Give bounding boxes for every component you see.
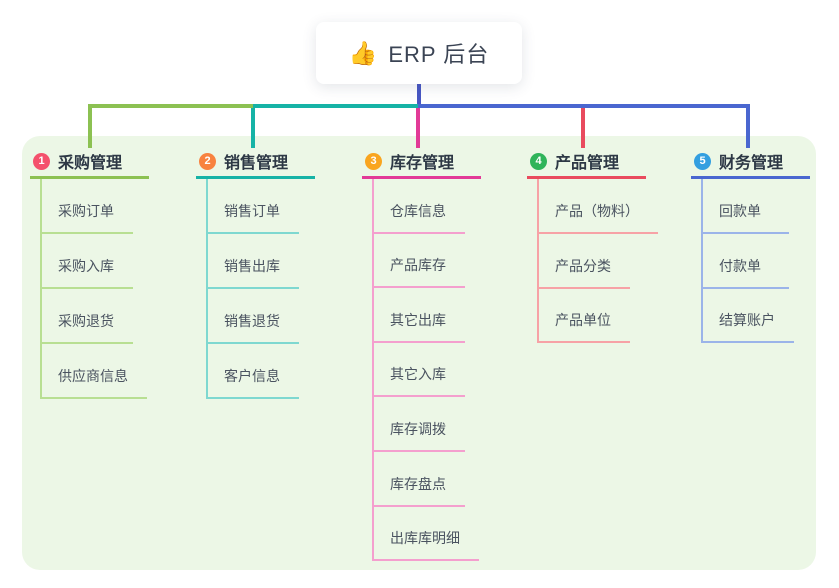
branch-number-badge: 4: [530, 152, 547, 170]
connector-drop-branch-4: [581, 104, 585, 148]
branches-panel: [22, 136, 816, 570]
branch-number-badge: 2: [199, 152, 216, 170]
branch-purchase-management: 1 采购管理 采购订单 采购入库 采购退货 供应商信息: [30, 146, 150, 399]
branch-children-list: 回款单 付款单 结算账户: [701, 179, 794, 344]
child-node[interactable]: 供应商信息: [42, 344, 147, 399]
branch-label: 销售管理: [224, 155, 289, 172]
branch-finance-management: 5 财务管理 回款单 付款单 结算账户: [691, 146, 811, 344]
child-node[interactable]: 采购入库: [42, 234, 133, 289]
branch-header-purchase[interactable]: 1 采购管理: [30, 146, 149, 179]
connector-bus-left: [88, 104, 253, 108]
connector-bus-right: [418, 104, 750, 108]
branch-product-management: 4 产品管理 产品（物料） 产品分类 产品单位: [527, 146, 658, 344]
child-node[interactable]: 销售订单: [208, 179, 299, 234]
child-node[interactable]: 结算账户: [703, 289, 794, 344]
branch-sales-management: 2 销售管理 销售订单 销售出库 销售退货 客户信息: [196, 146, 316, 399]
branch-children-list: 销售订单 销售出库 销售退货 客户信息: [206, 179, 299, 399]
connector-drop-branch-1: [88, 104, 92, 148]
branch-inventory-management: 3 库存管理 仓库信息 产品库存 其它出库 其它入库 库存调拨 库存盘点 出库库…: [362, 146, 482, 562]
child-node[interactable]: 仓库信息: [374, 179, 465, 234]
branch-header-inventory[interactable]: 3 库存管理: [362, 146, 481, 179]
branch-number-badge: 3: [365, 152, 382, 170]
child-node[interactable]: 其它出库: [374, 288, 465, 343]
child-node[interactable]: 库存调拨: [374, 397, 465, 452]
branch-label: 产品管理: [555, 155, 620, 172]
child-node[interactable]: 其它入库: [374, 343, 465, 398]
thumbs-up-icon: 👍: [348, 39, 378, 66]
branch-label: 财务管理: [719, 155, 784, 172]
connector-drop-branch-5: [746, 104, 750, 148]
branch-label: 库存管理: [390, 155, 455, 172]
child-node[interactable]: 采购退货: [42, 289, 133, 344]
connector-bus-mid: [253, 104, 418, 108]
branch-header-product[interactable]: 4 产品管理: [527, 146, 646, 179]
branch-label: 采购管理: [58, 155, 123, 172]
mindmap-root-node[interactable]: 👍 ERP 后台: [316, 22, 522, 84]
child-node[interactable]: 采购订单: [42, 179, 133, 234]
connector-drop-branch-3: [416, 104, 420, 148]
child-node[interactable]: 客户信息: [208, 344, 299, 399]
child-node[interactable]: 产品（物料）: [539, 179, 658, 234]
child-node[interactable]: 产品库存: [374, 234, 465, 289]
child-node[interactable]: 产品单位: [539, 289, 630, 344]
branch-number-badge: 1: [33, 152, 50, 170]
branch-children-list: 采购订单 采购入库 采购退货 供应商信息: [40, 179, 147, 399]
branch-header-sales[interactable]: 2 销售管理: [196, 146, 315, 179]
connector-root-line: [417, 84, 421, 108]
child-node[interactable]: 销售出库: [208, 234, 299, 289]
child-node[interactable]: 出库库明细: [374, 507, 479, 562]
branch-header-finance[interactable]: 5 财务管理: [691, 146, 810, 179]
child-node[interactable]: 产品分类: [539, 234, 630, 289]
child-node[interactable]: 回款单: [703, 179, 789, 234]
branch-number-badge: 5: [694, 152, 711, 170]
child-node[interactable]: 销售退货: [208, 289, 299, 344]
child-node[interactable]: 付款单: [703, 234, 789, 289]
root-node-label: ERP 后台: [388, 42, 490, 67]
connector-drop-branch-2: [251, 104, 255, 148]
branch-children-list: 仓库信息 产品库存 其它出库 其它入库 库存调拨 库存盘点 出库库明细: [372, 179, 479, 562]
branch-children-list: 产品（物料） 产品分类 产品单位: [537, 179, 658, 344]
child-node[interactable]: 库存盘点: [374, 452, 465, 507]
